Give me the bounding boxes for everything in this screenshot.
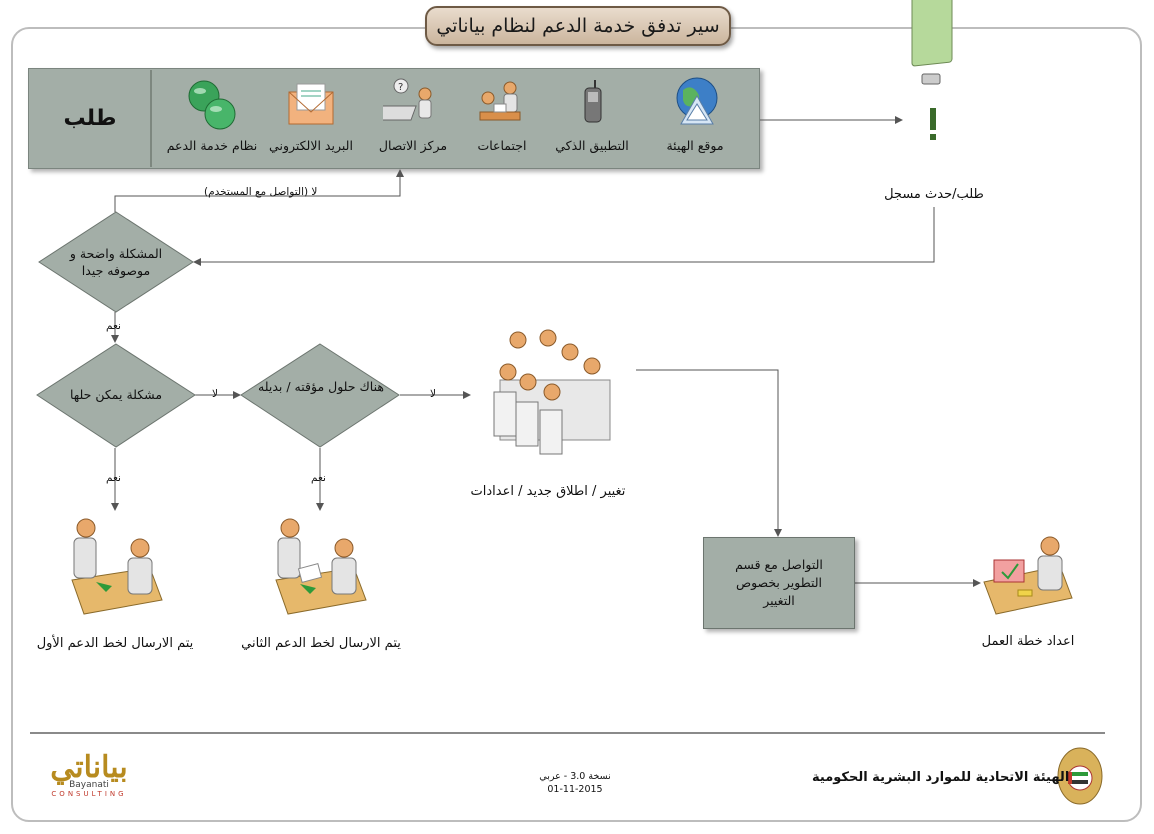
org-name: الهيئة الاتحادية للموارد البشرية الحكومي… <box>812 770 1070 785</box>
edge-request-to-clear <box>193 207 935 266</box>
bayanati-logo: بياناتي Bayanati CONSULTING <box>34 752 144 812</box>
dev-contact-box: التواصل مع قسم التطوير بخصوص التغيير <box>703 537 855 629</box>
edge-label-no: لا <box>430 388 436 400</box>
diagram-title: سير تدفق خدمة الدعم لنظام بياناتي <box>425 6 731 46</box>
action-plan-icon <box>983 536 1073 615</box>
second-line-label: يتم الارسال لخط الدعم الثاني <box>241 636 401 651</box>
meeting-icon <box>479 81 521 121</box>
globe-icon <box>676 77 718 125</box>
decision-solvable-diamond <box>36 343 196 448</box>
edge-meeting-to-dev <box>636 369 782 537</box>
channel-label: اجتماعات <box>477 138 527 153</box>
decision-solvable-text: مشكلة يمكن حلها <box>69 387 163 402</box>
phone-icon <box>584 80 602 123</box>
edge-label-yes: نعم <box>106 320 121 332</box>
change-meeting-label: تغيير / اطلاق جديد / اعدادات <box>470 484 626 499</box>
uae-emblem-icon <box>1057 747 1103 805</box>
request-label: طلب <box>63 106 117 131</box>
logo-consulting: CONSULTING <box>51 790 127 798</box>
channel-email: البريد الالكتروني <box>264 76 358 153</box>
channel-meetings: اجتماعات <box>455 76 549 153</box>
envelope-icon <box>288 83 334 125</box>
edge-label-yes: نعم <box>106 472 121 484</box>
edge-clear-no <box>114 169 404 212</box>
decision-workaround-text: هناك حلول مؤقته / بديله <box>258 379 384 394</box>
channel-website: موقع الهيئة <box>648 76 742 153</box>
channel-smart-app: التطبيق الذكي <box>545 76 639 153</box>
channel-support-system: نظام خدمة الدعم <box>165 76 259 153</box>
logo-english: Bayanati <box>69 780 109 790</box>
channel-label: موقع الهيئة <box>666 138 724 153</box>
second-line-support-icon <box>275 518 367 615</box>
first-line-label: يتم الارسال لخط الدعم الأول <box>36 636 194 651</box>
meeting-table-icon <box>493 329 611 455</box>
channel-label: التطبيق الذكي <box>555 138 629 153</box>
dev-contact-text: التواصل مع قسم التطوير بخصوص التغيير <box>735 557 823 608</box>
version-text: نسخة 3.0 - عربي <box>539 771 611 782</box>
call-center-icon: ? <box>383 78 432 121</box>
channel-label: مركز الاتصال <box>378 138 448 153</box>
edge-label-no: لا <box>212 388 218 400</box>
edge-label-no-contact: لا (التواصل مع المستخدم) <box>204 186 318 198</box>
clipboard-icon <box>911 0 953 140</box>
globes-icon <box>188 80 236 130</box>
decision-clear-text: المشكلة واضحة و موصوفه جيدا <box>69 246 163 278</box>
band-separator <box>150 70 152 167</box>
first-line-support-icon <box>71 518 163 615</box>
svg-text:?: ? <box>398 82 403 93</box>
channel-label: البريد الالكتروني <box>269 138 353 153</box>
action-plan-label: اعداد خطة العمل <box>981 634 1075 649</box>
version-info: نسخة 3.0 - عربي 01-11-2015 <box>520 770 630 796</box>
channel-call-center: ? مركز الاتصال <box>366 76 460 153</box>
version-date: 01-11-2015 <box>547 784 603 795</box>
registered-request-label: طلب/حدث مسجل <box>884 187 984 202</box>
logo-arabic: بياناتي <box>50 750 128 785</box>
footer-divider <box>30 732 1105 734</box>
decision-workaround-diamond <box>240 343 400 448</box>
edge-label-yes: نعم <box>311 472 326 484</box>
decision-clear-diamond <box>38 211 194 313</box>
channel-label: نظام خدمة الدعم <box>166 138 258 153</box>
